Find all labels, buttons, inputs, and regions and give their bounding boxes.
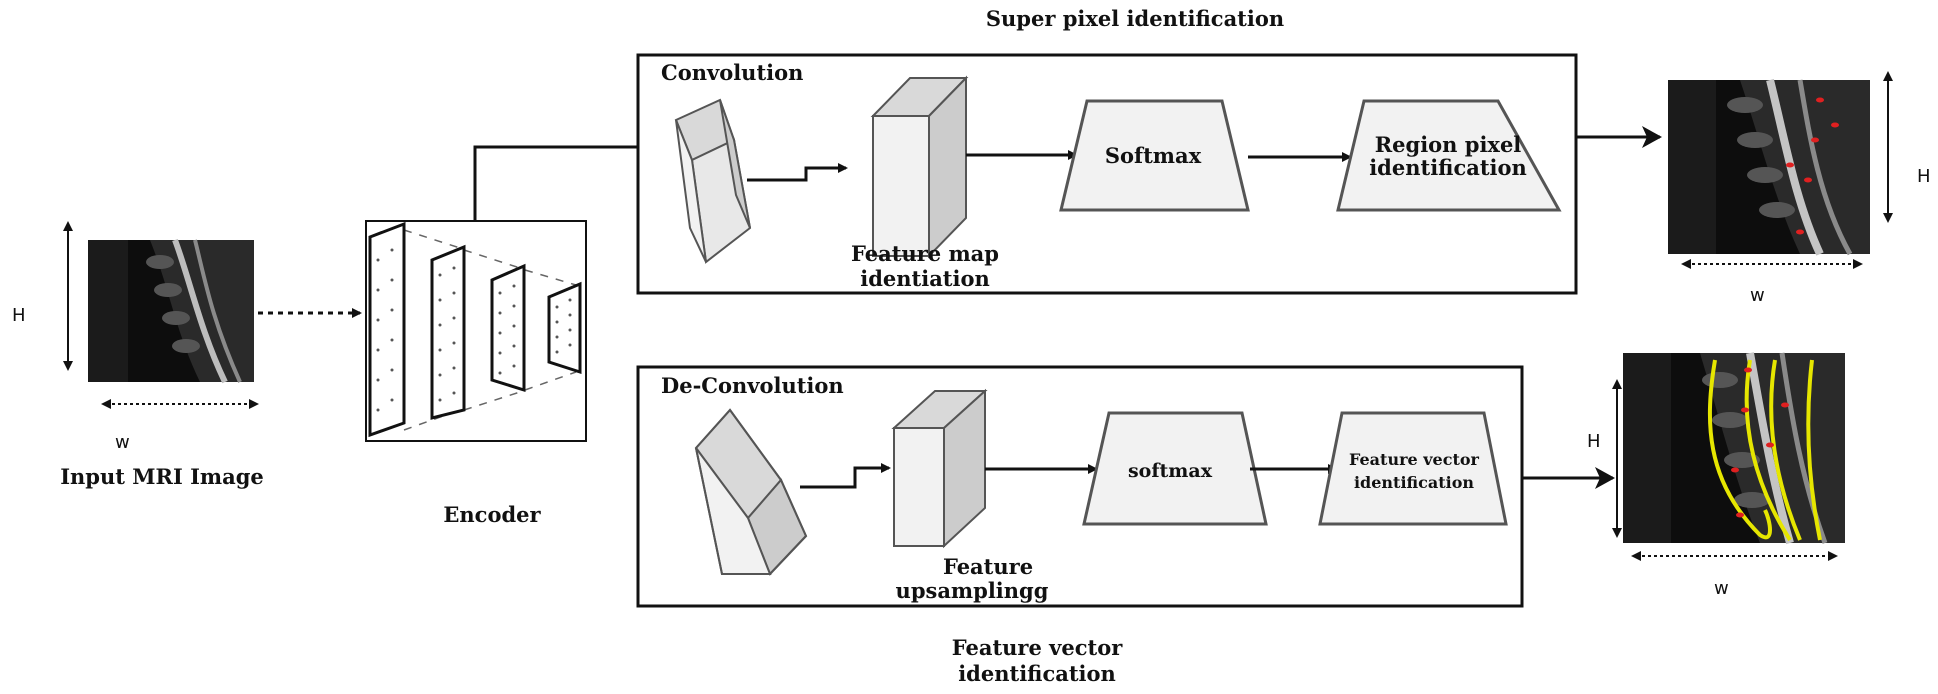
- upsampling-label-line2: upsamplingg: [896, 578, 1049, 603]
- feature-map-label-line1: Feature map: [851, 241, 999, 266]
- output-mri-bottom: [1623, 352, 1845, 545]
- region-label-line2: identification: [1369, 155, 1527, 180]
- region-label-line1: Region pixel: [1375, 132, 1522, 157]
- feature-map-cube: [870, 75, 969, 259]
- region-pixel-block: [1336, 99, 1562, 212]
- feature-vector-title-line1: Feature vector: [952, 635, 1123, 660]
- vector-label-line2: identification: [1354, 473, 1474, 492]
- deconv-softmax-block: [1082, 411, 1268, 526]
- output-bottom-w-label: w: [1714, 578, 1729, 599]
- encoder-to-conv-connector: [473, 145, 638, 221]
- input-mri-image: [88, 238, 254, 384]
- upsampling-cube: [891, 388, 988, 549]
- deconvolution-title: De-Convolution: [661, 373, 844, 398]
- softmax-block: [1059, 99, 1250, 212]
- deconv-input-cube-outline: [694, 408, 808, 575]
- input-w-label: w: [115, 432, 130, 453]
- upsampling-label-line1: Feature: [943, 554, 1033, 579]
- input-h-label: H: [12, 305, 26, 326]
- feature-vector-block: [1318, 411, 1508, 526]
- super-pixel-title: Super pixel identification: [986, 6, 1284, 31]
- deconv-softmax-label: softmax: [1128, 460, 1213, 482]
- input-caption: Input MRI Image: [60, 464, 264, 489]
- output-bottom-h-label: H: [1587, 431, 1601, 452]
- feature-vector-title-line2: identification: [958, 661, 1116, 686]
- encoder-block: [365, 220, 587, 442]
- output-mri-top: [1668, 79, 1870, 256]
- conv-input-slab: [674, 98, 752, 264]
- vector-label-line1: Feature vector: [1349, 450, 1480, 469]
- output-top-h-label: H: [1917, 166, 1931, 187]
- deconv-to-upsample-arrow: [800, 463, 891, 489]
- encoder-caption: Encoder: [443, 502, 541, 527]
- slab-to-feature-arrow: [747, 163, 848, 182]
- feature-map-label-line2: identiation: [860, 266, 990, 291]
- output-top-w-label: w: [1750, 285, 1765, 306]
- softmax-label: Softmax: [1105, 143, 1202, 168]
- convolution-title: Convolution: [661, 60, 803, 85]
